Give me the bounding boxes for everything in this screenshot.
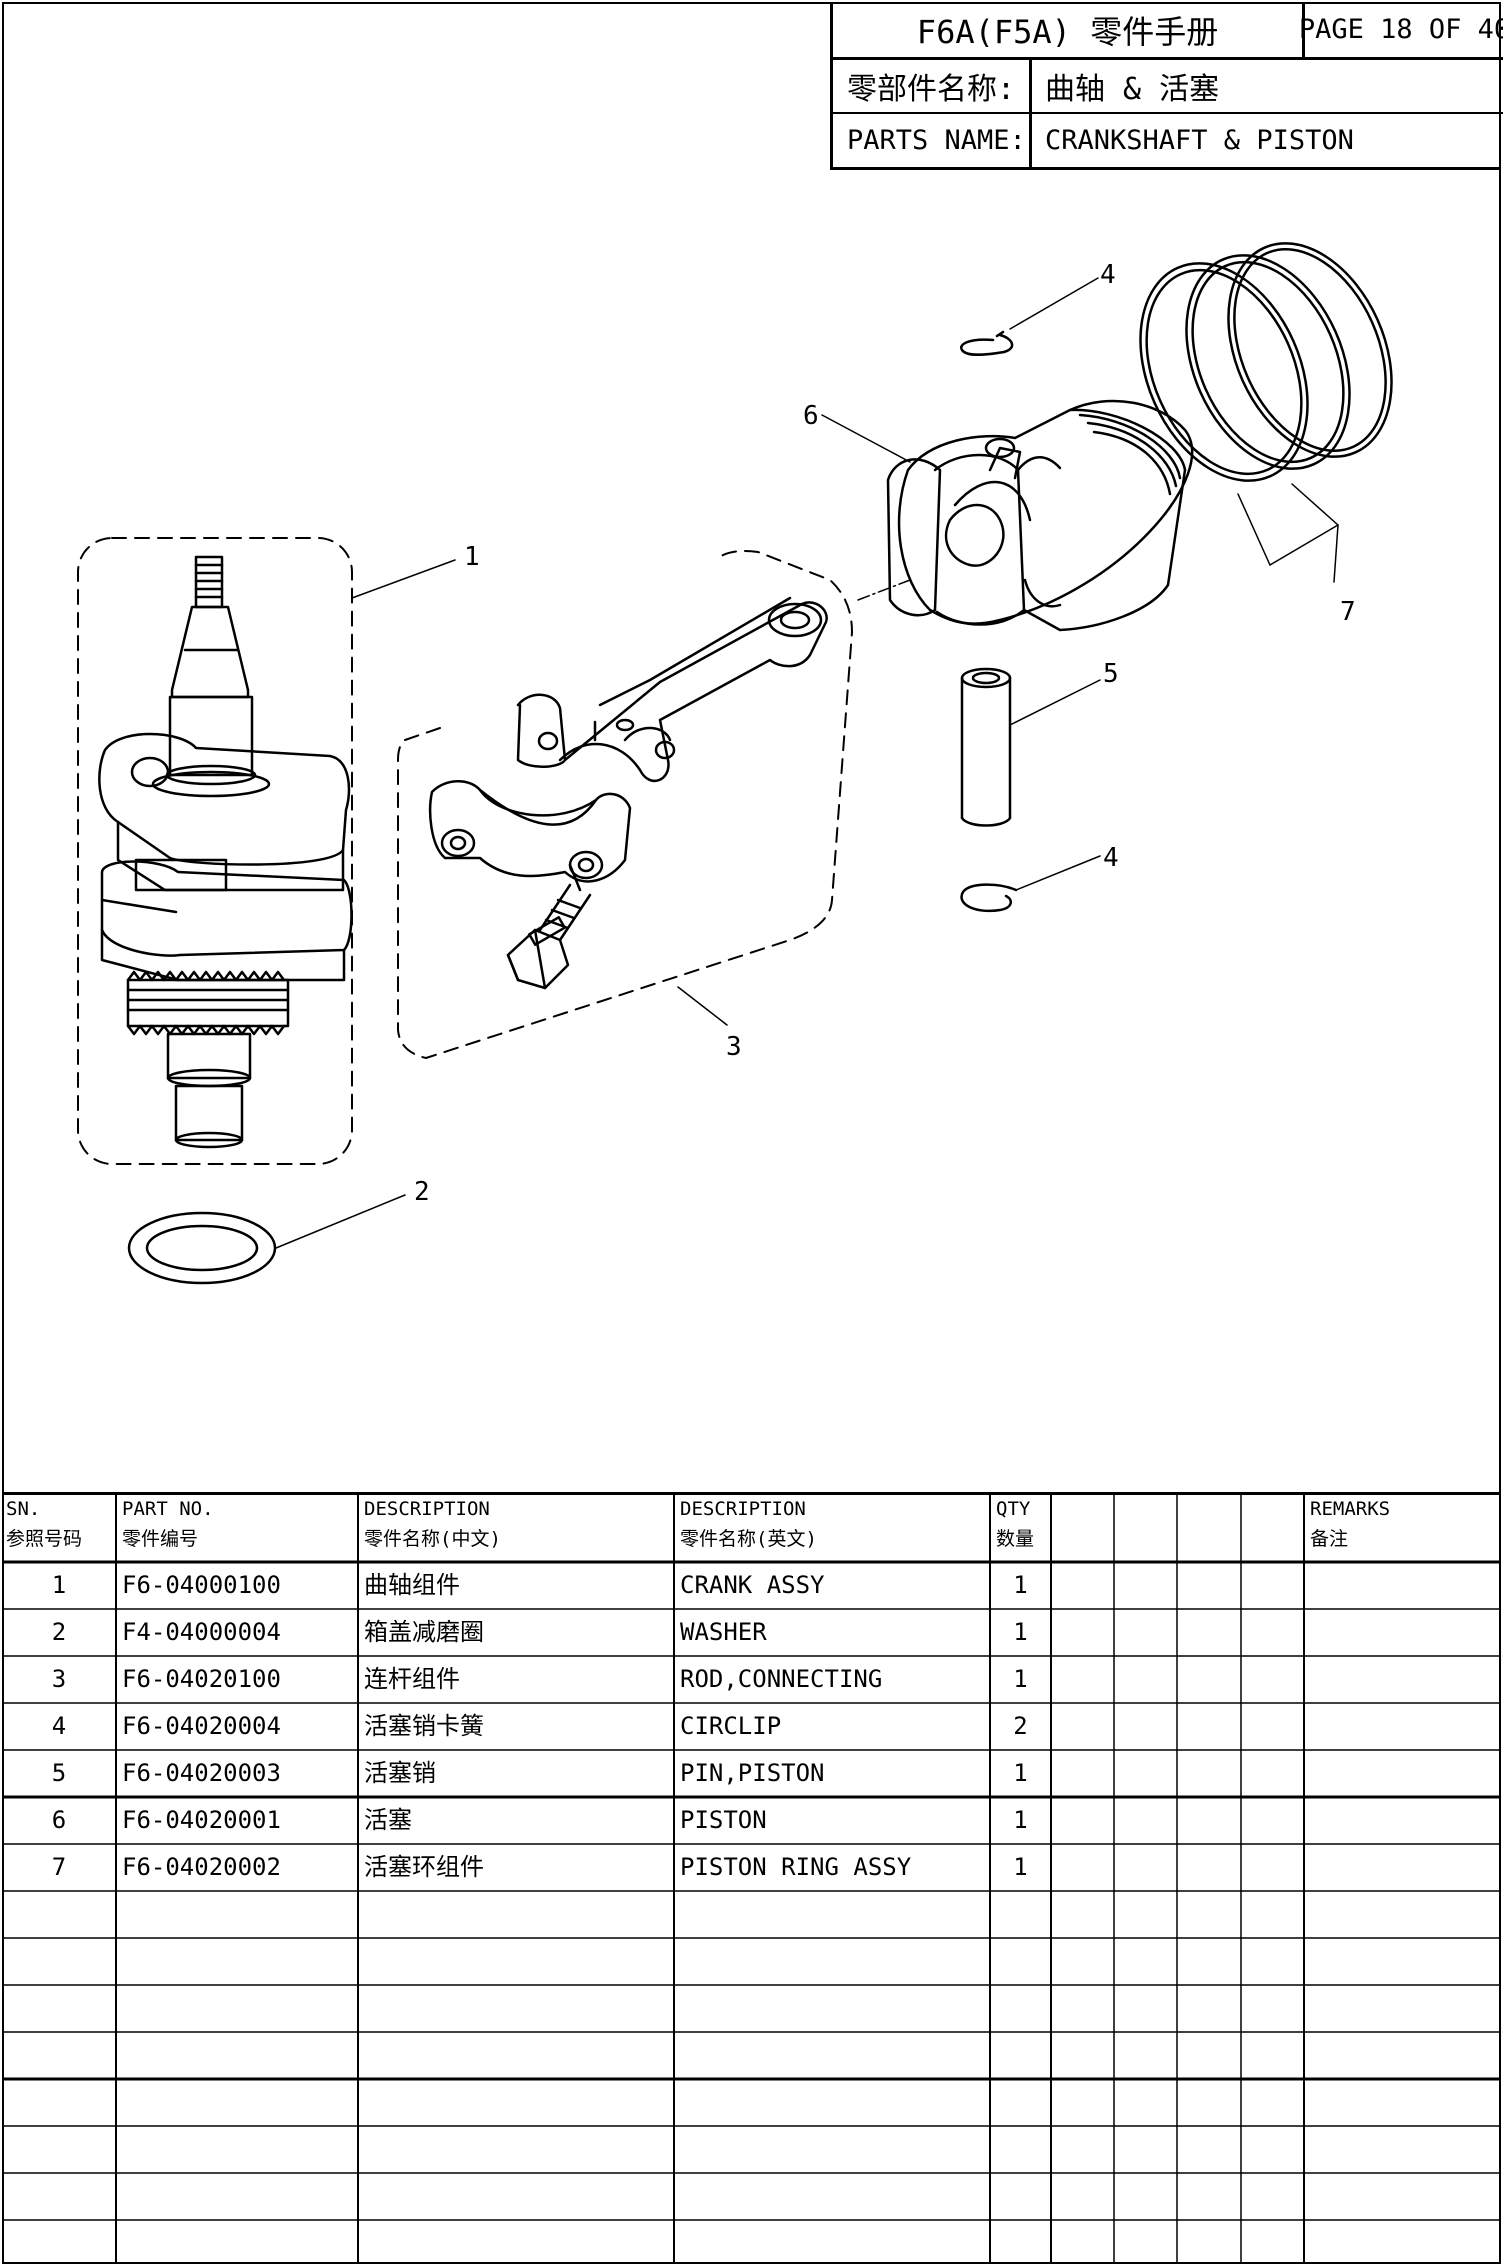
row-part-no: F6-04020003 <box>122 1759 281 1787</box>
row-description-en: CIRCLIP <box>680 1712 782 1740</box>
crankshaft-assembly-illustration <box>77 537 353 1165</box>
row-description-en: ROD,CONNECTING <box>680 1665 883 1693</box>
header-description-cn: DESCRIPTION 零件名称(中文) <box>364 1498 501 1550</box>
row-part-no: F6-04020004 <box>122 1712 281 1740</box>
row-description-en: PIN,PISTON <box>680 1759 825 1787</box>
leader-lines <box>275 277 1339 1249</box>
row-description-cn: 活塞环组件 <box>364 1853 484 1881</box>
parts-name-label-cn: 零部件名称: <box>847 72 1016 107</box>
header-description-en: DESCRIPTION 零件名称(英文) <box>680 1498 817 1550</box>
row-sn: 2 <box>51 1618 67 1646</box>
header-part-no: PART NO. 零件编号 <box>122 1498 214 1550</box>
row-qty: 1 <box>1013 1618 1028 1646</box>
row-qty: 1 <box>1013 1571 1028 1599</box>
connecting-rod-group-dashed-outline <box>397 550 853 1059</box>
page-number: PAGE 18 OF 40 <box>1298 14 1503 45</box>
parts-name-value-cn: 曲轴 & 活塞 <box>1045 72 1220 107</box>
parts-table-grid <box>2 1492 1501 2264</box>
piston-rings-illustration <box>1139 242 1393 482</box>
row-qty: 1 <box>1013 1759 1028 1787</box>
header-remarks: REMARKS 备注 <box>1310 1498 1391 1550</box>
row-description-cn: 箱盖减磨圈 <box>364 1618 484 1646</box>
parts-name-label-en: PARTS NAME: <box>847 125 1026 156</box>
row-description-en: PISTON <box>680 1806 767 1834</box>
crankshaft-group-dashed-outline <box>77 537 353 1165</box>
row-qty: 2 <box>1013 1712 1028 1740</box>
parts-list-table: SN. 参照号码 PART NO. 零件编号 DESCRIPTION 零件名称(… <box>2 1492 1501 2264</box>
piston-pin-illustration <box>960 667 1012 827</box>
title-block: F6A(F5A) 零件手册 PAGE 18 OF 40 零部件名称: 曲轴 & … <box>830 2 1503 170</box>
row-qty: 1 <box>1013 1806 1028 1834</box>
row-sn: 6 <box>51 1806 67 1834</box>
row-qty: 1 <box>1013 1853 1028 1881</box>
row-description-cn: 活塞销 <box>364 1759 436 1787</box>
row-description-cn: 活塞 <box>364 1806 412 1834</box>
row-part-no: F4-04000004 <box>122 1618 281 1646</box>
callout-4-lower: 4 <box>1103 843 1119 873</box>
row-description-en: WASHER <box>680 1618 767 1646</box>
callout-1: 1 <box>464 542 480 572</box>
lower-circlip-illustration <box>960 883 1018 913</box>
row-part-no: F6-04020001 <box>122 1806 281 1834</box>
callout-4-upper: 4 <box>1100 260 1116 290</box>
row-sn: 1 <box>51 1571 67 1599</box>
row-description-en: CRANK ASSY <box>680 1571 825 1599</box>
row-sn: 7 <box>51 1853 67 1881</box>
row-part-no: F6-04020100 <box>122 1665 281 1693</box>
header-qty: QTY 数量 <box>996 1498 1035 1550</box>
row-sn: 3 <box>51 1665 67 1693</box>
row-description-cn: 连杆组件 <box>364 1665 460 1693</box>
row-part-no: F6-04020002 <box>122 1853 281 1881</box>
parts-name-value-en: CRANKSHAFT & PISTON <box>1045 125 1354 156</box>
row-description-en: PISTON RING ASSY <box>680 1853 912 1881</box>
row-description-cn: 曲轴组件 <box>364 1571 460 1599</box>
piston-illustration <box>886 399 1194 632</box>
callout-3: 3 <box>726 1032 742 1062</box>
callout-6: 6 <box>803 401 819 431</box>
row-qty: 1 <box>1013 1665 1028 1693</box>
manual-title: F6A(F5A) 零件手册 <box>916 12 1219 51</box>
washer-illustration <box>127 1211 277 1285</box>
row-description-cn: 活塞销卡簧 <box>364 1712 484 1740</box>
row-sn: 4 <box>51 1712 67 1740</box>
header-sn: SN. 参照号码 <box>6 1498 83 1550</box>
exploded-view-drawing: 1 2 3 4 4 5 6 7 <box>77 242 1393 1285</box>
callout-5: 5 <box>1103 659 1119 689</box>
callout-2: 2 <box>414 1177 430 1207</box>
callout-7: 7 <box>1340 597 1356 627</box>
row-part-no: F6-04000100 <box>122 1571 281 1599</box>
upper-circlip-illustration <box>960 330 1014 356</box>
row-sn: 5 <box>51 1759 67 1787</box>
connecting-rod-illustration <box>397 550 853 1059</box>
